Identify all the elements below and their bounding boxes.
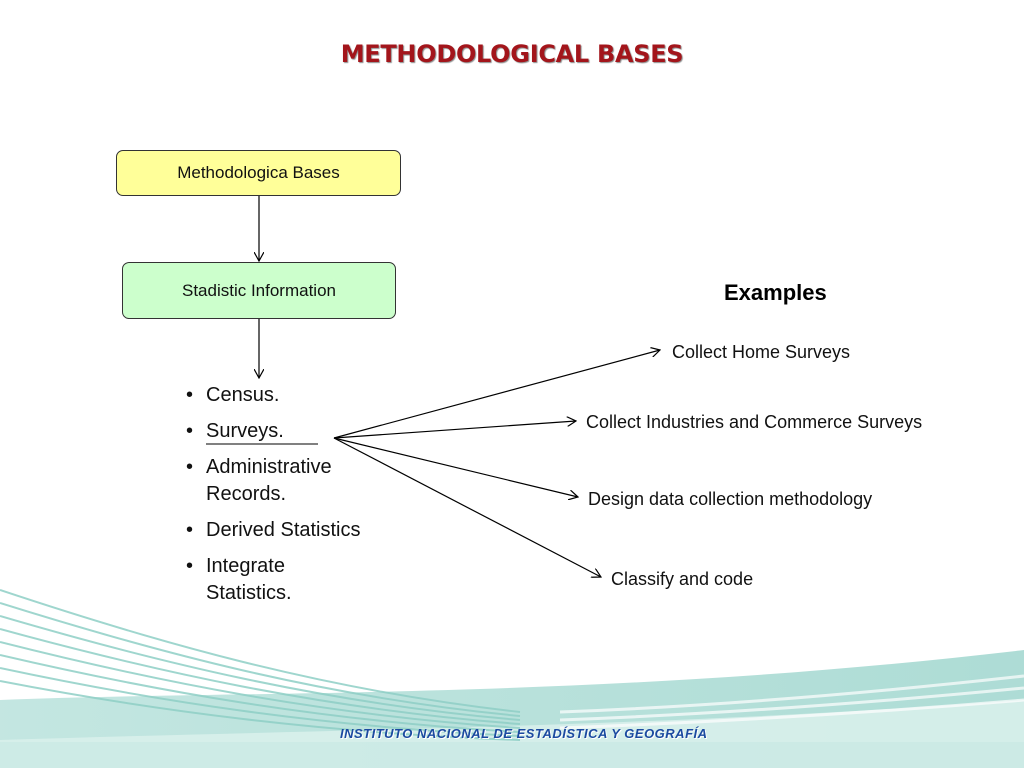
- statistic-information-box: Stadistic Information: [122, 262, 396, 319]
- example-classify-and-code: Classify and code: [611, 569, 754, 589]
- list-item: •Surveys.: [186, 420, 284, 442]
- arrow-to-example-3: [333, 437, 578, 497]
- arrow-to-example-2: [333, 421, 576, 439]
- list-item: •Census.: [186, 384, 280, 406]
- footer-institute-name: INSTITUTO NACIONAL DE ESTADÍSTICA Y GEOG…: [340, 726, 708, 741]
- list-item: •Integrate Statistics.: [186, 555, 292, 604]
- methodological-bases-box: Methodologica Bases: [116, 150, 401, 196]
- page-title: METHODOLOGICAL BASES: [340, 40, 684, 68]
- list-item: •Administrative Records.: [186, 456, 332, 505]
- example-design-methodology: Design data collection methodology: [588, 489, 873, 509]
- example-collect-home-surveys: Collect Home Surveys: [672, 342, 851, 362]
- examples-heading: Examples: [724, 280, 827, 305]
- list-item: •Derived Statistics: [186, 519, 361, 541]
- sources-list: •Census. •Surveys. •Administrative Recor…: [184, 382, 366, 616]
- arrow-to-example-1: [333, 350, 660, 439]
- example-collect-industries-commerce: Collect Industries and Commerce Surveys: [586, 412, 923, 432]
- arrow-to-example-4: [333, 437, 601, 577]
